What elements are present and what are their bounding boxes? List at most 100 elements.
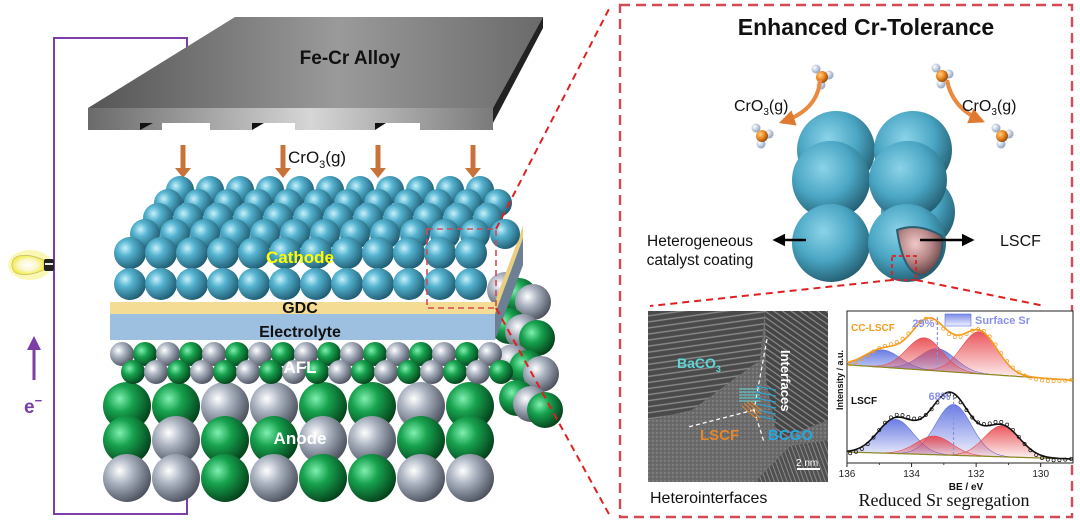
afl-particle — [282, 360, 306, 384]
cathode-particle — [269, 268, 301, 300]
electrolyte-label: Electrolyte — [259, 324, 341, 341]
xps-surface-sr-percent: 29% — [912, 318, 934, 330]
xps-data-point — [1063, 378, 1068, 383]
xps-x-tick-label: 132 — [968, 469, 985, 480]
anode-particle — [348, 454, 396, 502]
xps-data-point — [848, 362, 853, 367]
afl-particle — [121, 360, 145, 384]
cathode-particle — [207, 237, 239, 269]
afl-particle — [328, 360, 352, 384]
xps-data-point — [1028, 375, 1033, 380]
cathode-particle — [145, 268, 177, 300]
xps-data-point — [906, 415, 911, 419]
interface-connector-right — [915, 279, 1046, 307]
zoomed-panel-frame — [618, 3, 1074, 519]
xps-data-point — [1069, 378, 1073, 383]
anode-particle — [299, 416, 347, 464]
coating-label-line2: catalyst coating — [647, 252, 754, 269]
xps-data-point — [859, 446, 864, 451]
anode-particle — [397, 454, 445, 502]
xps-data-point — [865, 353, 870, 358]
cathode-particle — [114, 268, 146, 300]
xps-data-point — [1005, 359, 1010, 364]
interface-connector-left — [649, 279, 893, 307]
xps-data-point — [1022, 373, 1027, 378]
afl-particle — [259, 360, 283, 384]
cathode-particle — [331, 237, 363, 269]
cro3-molecule-icon — [751, 123, 774, 149]
xps-data-point — [923, 316, 928, 321]
cathode-label: Cathode — [266, 248, 334, 267]
cro3-arrows — [175, 145, 481, 178]
xps-data-point — [848, 451, 853, 456]
anode-particle — [201, 454, 249, 502]
xps-data-point — [1040, 378, 1044, 383]
xps-data-point — [912, 325, 917, 330]
afl-particle — [213, 360, 237, 384]
xps-data-point — [987, 421, 992, 426]
anode-particle — [152, 382, 200, 430]
anode-particle — [523, 356, 559, 392]
cathode-particle — [114, 237, 146, 269]
cathode-particle — [424, 268, 456, 300]
afl-particle — [317, 342, 341, 366]
xps-surface-sr-percent: 68% — [929, 391, 951, 403]
cathode-particle — [207, 268, 239, 300]
interface-zoom-box — [891, 255, 917, 281]
afl-particle — [443, 360, 467, 384]
afl-label: AFL — [283, 358, 316, 377]
anode-particle — [446, 454, 494, 502]
afl-particle — [340, 342, 364, 366]
gdc-layer — [110, 226, 523, 314]
xps-data-point — [999, 420, 1004, 424]
xps-data-point — [888, 342, 893, 347]
xps-data-point — [929, 317, 934, 322]
anode-particle — [446, 416, 494, 464]
tem-label-interfaces: Interfaces — [778, 350, 793, 411]
afl-particle — [455, 342, 479, 366]
xps-data-point — [970, 328, 975, 333]
xps-data-point — [987, 334, 992, 339]
xps-data-point — [981, 329, 986, 333]
xps-data-point — [935, 400, 940, 405]
cathode-particle — [176, 237, 208, 269]
anode-particle — [250, 416, 298, 464]
afl-particle — [110, 342, 134, 366]
repel-arrow-left — [778, 79, 822, 126]
cathode-particle — [145, 237, 177, 269]
cathode-particle — [269, 237, 301, 269]
afl-particle — [271, 342, 295, 366]
afl-particle — [420, 360, 444, 384]
afl-particle — [489, 360, 513, 384]
tem-label-lscf: LSCF — [700, 427, 739, 444]
cathode-particle — [490, 219, 520, 249]
xps-data-point — [877, 346, 882, 351]
cathode-particle — [176, 268, 208, 300]
anode-particle — [519, 320, 555, 356]
xps-data-point — [941, 394, 946, 399]
anode-particle — [527, 392, 563, 428]
cro3-flux-arrow-icon — [370, 145, 386, 178]
cro3-label-right: CrO3(g) — [962, 98, 1016, 118]
cathode-particle — [300, 237, 332, 269]
xps-caption: Reduced Sr segregation — [859, 490, 1030, 510]
xps-data-point — [900, 336, 905, 341]
cathode-particle — [300, 268, 332, 300]
xps-data-point — [1016, 434, 1021, 439]
anode-particle — [250, 382, 298, 430]
coating-label-line1: Heterogeneous — [647, 233, 753, 250]
xps-x-tick-label: 130 — [1032, 469, 1049, 480]
panel-title: Enhanced Cr-Tolerance — [738, 14, 994, 40]
xps-ylabel: Intensity / a.u. — [835, 350, 845, 410]
xps-data-point — [1063, 457, 1068, 462]
xps-data-point — [1057, 458, 1062, 463]
afl-particle — [190, 360, 214, 384]
xps-data-point — [1045, 457, 1050, 462]
tem-label-bcgo: BCGO — [768, 427, 813, 444]
xps-data-point — [877, 427, 882, 432]
xps-data-point — [952, 335, 957, 339]
xps-data-point — [894, 412, 899, 417]
electrolyte-layer — [110, 238, 523, 340]
anode-label: Anode — [274, 429, 327, 448]
afl-particle — [133, 342, 157, 366]
